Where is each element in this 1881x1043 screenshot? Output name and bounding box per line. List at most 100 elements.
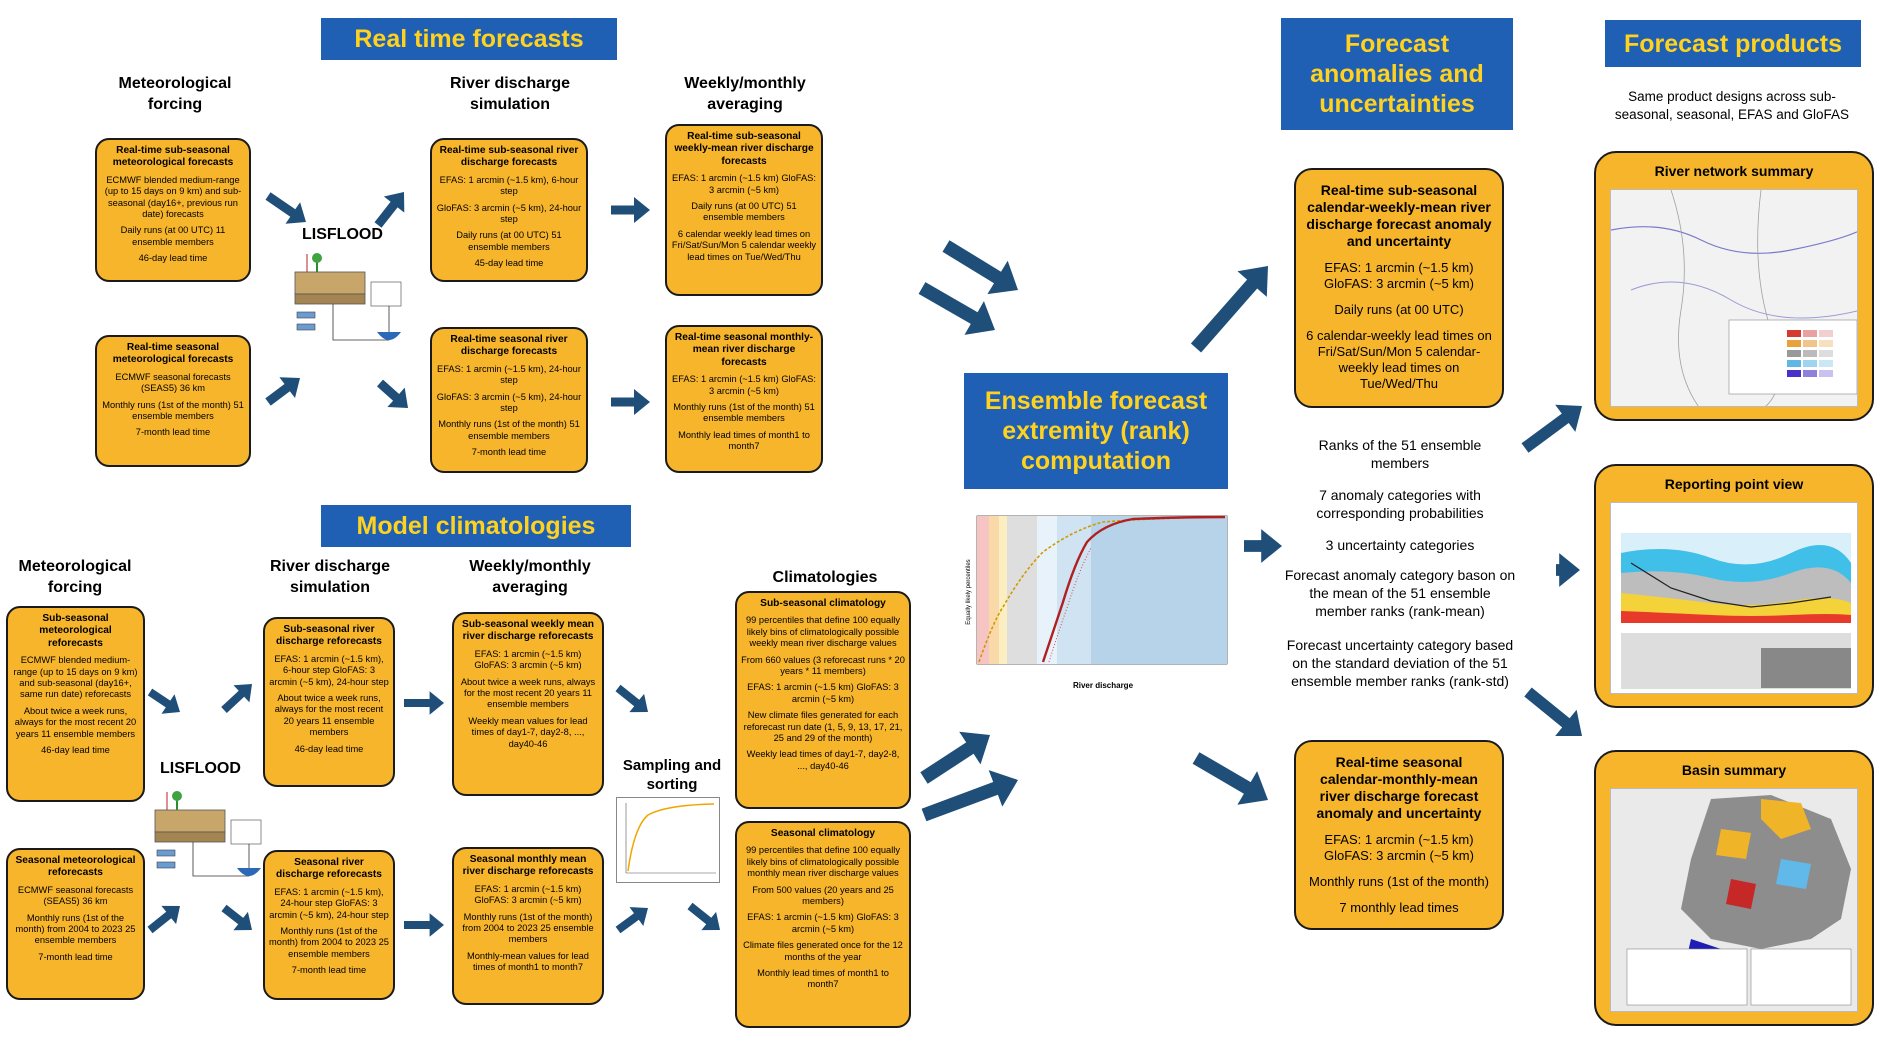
box-line: EFAS: 1 arcmin (~1.5 km) GloFAS: 3 arcmi… — [474, 648, 582, 671]
rt-seasonal-met-box: Real-time seasonal meteorological foreca… — [95, 335, 251, 467]
box-line: Daily runs (at 00 UTC) 51 ensemble membe… — [691, 201, 797, 223]
lisflood-label-top: LISFLOOD — [302, 226, 383, 243]
flow-arrow — [615, 907, 648, 934]
flow-arrow — [221, 684, 252, 713]
flow-arrow — [1556, 553, 1580, 587]
box-title: Seasonal monthly mean river discharge re… — [462, 854, 594, 878]
header-rt-river: River discharge simulation — [449, 75, 571, 113]
flow-arrow — [404, 913, 444, 937]
box-line: 45-day lead time — [474, 258, 544, 269]
river-network-map — [1610, 189, 1858, 407]
flow-arrow — [920, 731, 990, 784]
mid-text-anomaly-categories: 7 anomaly categories with corresponding … — [1316, 487, 1484, 521]
box-line: Daily runs (at 00 UTC) 51 ensemble membe… — [456, 230, 562, 252]
box-line: Monthly runs (1st of the month) — [1309, 874, 1489, 889]
box-title: Seasonal river discharge reforecasts — [276, 857, 382, 881]
reporting-point-chart — [1610, 502, 1858, 694]
flow-arrow — [221, 904, 252, 931]
box-line: EFAS: 1 arcmin (~1.5 km), 6-hour step — [439, 174, 579, 197]
header-cl-river: River discharge simulation — [269, 558, 391, 596]
box-line: About twice a week runs, always for the … — [274, 693, 384, 738]
box-line: ECMWF seasonal forecasts (SEAS5) 36 km — [17, 884, 134, 907]
box-line: Monthly runs (1st of the month) from 200… — [15, 912, 136, 946]
product-title: River network summary — [1654, 163, 1814, 179]
extremity-chart: River discharge Equally likely percentil… — [966, 515, 1228, 690]
box-line: Monthly runs (1st of the month) 51 ensem… — [673, 402, 815, 424]
flow-arrow — [611, 389, 650, 415]
box-line: Climate files generated once for the 12 … — [743, 940, 903, 962]
box-title: Real-time sub-seasonal meteorological fo… — [112, 145, 234, 169]
header-cl-avg: Weekly/monthly averaging — [469, 558, 591, 596]
cl-seasonal-avg-box: Seasonal monthly mean river discharge re… — [452, 847, 604, 1005]
flow-arrow — [1244, 529, 1282, 563]
cl-subseasonal-avg-box: Sub-seasonal weekly mean river discharge… — [452, 612, 604, 796]
anom-seasonal-box: Real-time seasonal calendar-monthly-mean… — [1294, 740, 1504, 930]
rt-seasonal-avg-box: Real-time seasonal monthly-mean river di… — [665, 325, 823, 473]
cl-seasonal-met-box: Seasonal meteorological reforecasts ECMW… — [6, 848, 145, 1000]
box-line: 99 percentiles that define 100 equally l… — [745, 845, 901, 879]
anom-subseasonal-box: Real-time sub-seasonal calendar-weekly-m… — [1294, 168, 1504, 408]
box-line: EFAS: 1 arcmin (~1.5 km) GloFAS: 3 arcmi… — [672, 173, 816, 195]
box-line: Monthly runs (1st of the month) from 200… — [269, 926, 389, 959]
box-line: EFAS: 1 arcmin (~1.5 km) GloFAS: 3 arcmi… — [747, 682, 899, 704]
cl-seasonal-river-box: Seasonal river discharge reforecasts EFA… — [263, 850, 395, 1000]
header-rt-met: Meteorological forcing — [118, 75, 232, 113]
flow-arrow — [147, 905, 180, 934]
mid-text-rank-mean: Forecast anomaly category bason on the m… — [1284, 567, 1516, 619]
mid-text-ranks: Ranks of the 51 ensemble members — [1318, 437, 1482, 471]
product-title: Basin summary — [1681, 762, 1787, 778]
box-line: 7-month lead time — [291, 965, 367, 976]
box-title: Sub-seasonal river discharge reforecasts — [276, 624, 382, 648]
flow-arrow — [615, 684, 648, 713]
box-line: About twice a week runs, always for the … — [14, 705, 137, 739]
flow-arrow — [377, 379, 408, 408]
product-river-network: River network summary — [1594, 151, 1874, 421]
sampling-curve-chart — [616, 797, 720, 883]
box-line: EFAS: 1 arcmin (~1.5 km) GloFAS: 3 arcmi… — [672, 374, 816, 396]
box-line: EFAS: 1 arcmin (~1.5 km) GloFAS: 3 arcmi… — [747, 912, 899, 934]
band-normal — [1007, 516, 1037, 664]
rt-seasonal-river-box: Real-time seasonal river discharge forec… — [430, 327, 588, 473]
band-below — [999, 516, 1007, 664]
flow-arrow — [1192, 752, 1268, 805]
flow-arrow — [1521, 404, 1582, 453]
chart-ylabel: Equally likely percentiles — [966, 559, 972, 624]
box-title: Real-time seasonal calendar-monthly-mean… — [1316, 754, 1482, 821]
box-title: Real-time seasonal meteorological foreca… — [112, 342, 234, 366]
box-line: ECMWF blended medium-range (up to 15 day… — [104, 174, 242, 220]
band-extreme-low — [977, 516, 989, 664]
box-title: Sub-seasonal meteorological reforecasts — [39, 613, 112, 649]
box-line: Monthly runs (1st of the month) from 200… — [462, 911, 594, 945]
cl-subseasonal-clim-box: Sub-seasonal climatology 99 percentiles … — [735, 591, 911, 809]
box-line: EFAS: 1 arcmin (~1.5 km), 6-hour step Gl… — [269, 653, 389, 687]
banner-real-time-forecasts: Real time forecasts — [321, 18, 617, 60]
header-cl-met: Meteorological forcing — [18, 558, 132, 596]
box-line: EFAS: 1 arcmin (~1.5 km) GloFAS: 3 arcmi… — [474, 883, 582, 906]
flow-arrow — [918, 282, 995, 335]
band-high — [1057, 516, 1091, 664]
climate-curve — [978, 516, 1226, 663]
box-line: Monthly runs (1st of the month) 51 ensem… — [438, 419, 580, 441]
box-title: Seasonal meteorological reforecasts — [15, 855, 136, 879]
flow-arrow — [374, 192, 405, 228]
box-title: Sub-seasonal weekly mean river discharge… — [462, 619, 594, 643]
banner-ensemble-extremity: Ensemble forecast extremity (rank) compu… — [964, 373, 1228, 489]
box-title: Real-time seasonal monthly-mean river di… — [674, 332, 814, 368]
forecast-curve — [1041, 515, 1226, 663]
band-extreme-high — [1091, 516, 1227, 664]
chart-xlabel: River discharge — [1073, 681, 1134, 690]
cl-seasonal-clim-box: Seasonal climatology 99 percentiles that… — [735, 821, 911, 1028]
basin-map — [1610, 788, 1858, 1012]
flow-arrow — [942, 240, 1018, 295]
box-line: Monthly lead times of month1 to month7 — [678, 429, 810, 452]
box-line: EFAS: 1 arcmin (~1.5 km), 24-hour step G… — [269, 886, 389, 920]
box-line: Monthly lead times of month1 to month7 — [757, 968, 889, 990]
product-basin-summary: Basin summary — [1594, 750, 1874, 1026]
box-line: 6 calendar weekly lead times on Fri/Sat/… — [671, 228, 817, 262]
box-title: Seasonal climatology — [770, 828, 876, 839]
box-line: Daily runs (at 00 UTC) 11 ensemble membe… — [120, 225, 226, 247]
box-line: 7-month lead time — [38, 951, 113, 962]
product-reporting-point: Reporting point view — [1594, 464, 1874, 708]
flow-arrow — [147, 688, 180, 714]
